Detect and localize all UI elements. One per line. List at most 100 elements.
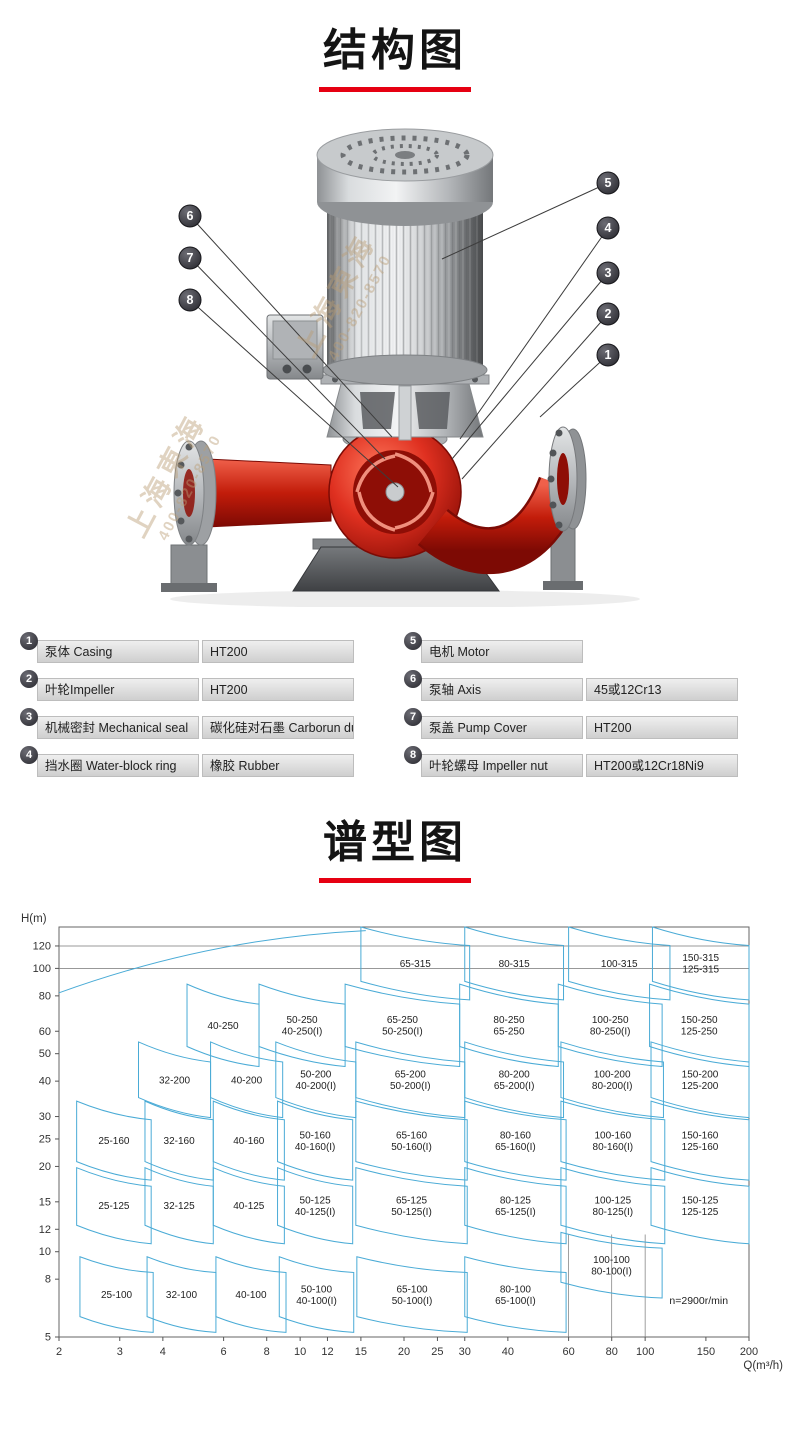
part-name-cell: 叶轮螺母 Impeller nut — [421, 753, 583, 777]
spectrum-title: 谱型图 — [323, 817, 467, 867]
pump-model-label: 32-160 — [164, 1136, 196, 1147]
pump-model-label: 65-250 — [387, 1015, 419, 1026]
pump-model-label: 100-160 — [594, 1131, 631, 1142]
part-number-badge: 8 — [404, 745, 422, 764]
part-number-badge: 3 — [20, 707, 38, 726]
motor-fan-cap — [316, 128, 494, 226]
pump-model-region: 25-125 — [76, 1167, 152, 1245]
callout-2: 2 — [461, 302, 620, 479]
y-tick-label: 40 — [39, 1076, 51, 1088]
x-tick-label: 3 — [117, 1346, 123, 1358]
motor — [322, 201, 488, 386]
pump-model-label: 40-125(I) — [295, 1207, 336, 1218]
part-name-cell: 泵轴 Axis — [421, 677, 583, 701]
pump-model-region: 80-315 — [464, 926, 565, 1001]
y-tick-label: 25 — [39, 1134, 51, 1146]
pump-model-label: 40-160 — [233, 1136, 265, 1147]
pump-model-region: 65-315 — [360, 926, 471, 1001]
y-tick-label: 30 — [39, 1111, 51, 1123]
pump-model-label: 40-100(I) — [296, 1296, 337, 1307]
pump-model-label: 40-200 — [231, 1075, 263, 1086]
part-name-cell: 挡水圈 Water-block ring — [37, 753, 199, 777]
part-material-cell: HT200 — [202, 639, 354, 663]
callout-number: 5 — [605, 176, 612, 190]
pump-model-label: 100-200 — [594, 1070, 631, 1081]
pump-model-label: 65-100(I) — [495, 1296, 536, 1307]
pump-model-label: 80-200(I) — [592, 1081, 633, 1092]
part-name-cell: 机械密封 Mechanical seal — [37, 715, 199, 739]
y-tick-label: 50 — [39, 1048, 51, 1060]
x-tick-label: 150 — [697, 1346, 715, 1358]
pump-model-label: 50-160(I) — [391, 1142, 432, 1153]
callout-8: 8 — [178, 288, 399, 487]
callout-number: 2 — [605, 307, 612, 321]
x-tick-label: 30 — [459, 1346, 471, 1358]
pump-model-label: 80-125 — [500, 1196, 532, 1207]
x-tick-label: 4 — [160, 1346, 166, 1358]
x-tick-label: 60 — [562, 1346, 574, 1358]
y-tick-label: 5 — [45, 1332, 51, 1344]
y-tick-label: 120 — [33, 941, 51, 953]
title-underline — [319, 878, 471, 884]
pump-model-region: 100-315 — [568, 926, 671, 1001]
pump-model-label: 40-250 — [207, 1021, 239, 1032]
callout-number: 3 — [605, 266, 612, 280]
pump-model-label: 100-125 — [594, 1196, 631, 1207]
pump-model-region: 40-250 — [186, 983, 260, 1068]
x-tick-label: 20 — [398, 1346, 410, 1358]
x-tick-label: 2 — [56, 1346, 62, 1358]
pump-model-label: 25-125 — [98, 1201, 130, 1212]
pump-model-region: 32-100 — [146, 1256, 217, 1334]
callout-number: 7 — [187, 251, 194, 265]
x-tick-label: 15 — [355, 1346, 367, 1358]
pump-model-region: 40-125 — [212, 1167, 285, 1245]
part-name-cell: 泵盖 Pump Cover — [421, 715, 583, 739]
pump-model-label: 50-200(I) — [390, 1081, 431, 1092]
envelope-curve — [58, 930, 366, 994]
pump-model-label: 65-160(I) — [495, 1142, 536, 1153]
part-material-cell: HT200 — [202, 677, 354, 701]
pump-model-label: 80-100(I) — [591, 1267, 632, 1278]
pump-illustration — [161, 128, 640, 607]
callout-badge — [178, 288, 202, 312]
impeller — [355, 451, 435, 532]
pump-model-label: 80-160(I) — [593, 1142, 634, 1153]
part-number-badge: 6 — [404, 669, 422, 688]
pump-model-label: 65-125(I) — [495, 1207, 536, 1218]
callout-badge — [596, 171, 620, 195]
pump-model-region: 32-160 — [144, 1100, 214, 1181]
pump-model-region: 40-160 — [212, 1100, 285, 1181]
part-material-cell — [586, 640, 738, 663]
x-tick-label: 10 — [294, 1346, 306, 1358]
callout-badge — [178, 246, 202, 270]
pump-model-region: 25-100 — [79, 1256, 154, 1334]
callout-badge — [596, 261, 620, 285]
pump-model-label: 150-250 — [681, 1015, 718, 1026]
part-material-cell: HT200或12Cr18Ni9 — [586, 753, 738, 777]
pump-model-region: 32-125 — [144, 1167, 214, 1245]
pump-model-label: 32-125 — [164, 1201, 196, 1212]
pump-model-label: 50-100 — [301, 1284, 333, 1295]
pump-model-label: 25-160 — [98, 1136, 130, 1147]
structure-title-block: 结构图 — [0, 0, 790, 92]
terminal-box — [266, 314, 324, 380]
